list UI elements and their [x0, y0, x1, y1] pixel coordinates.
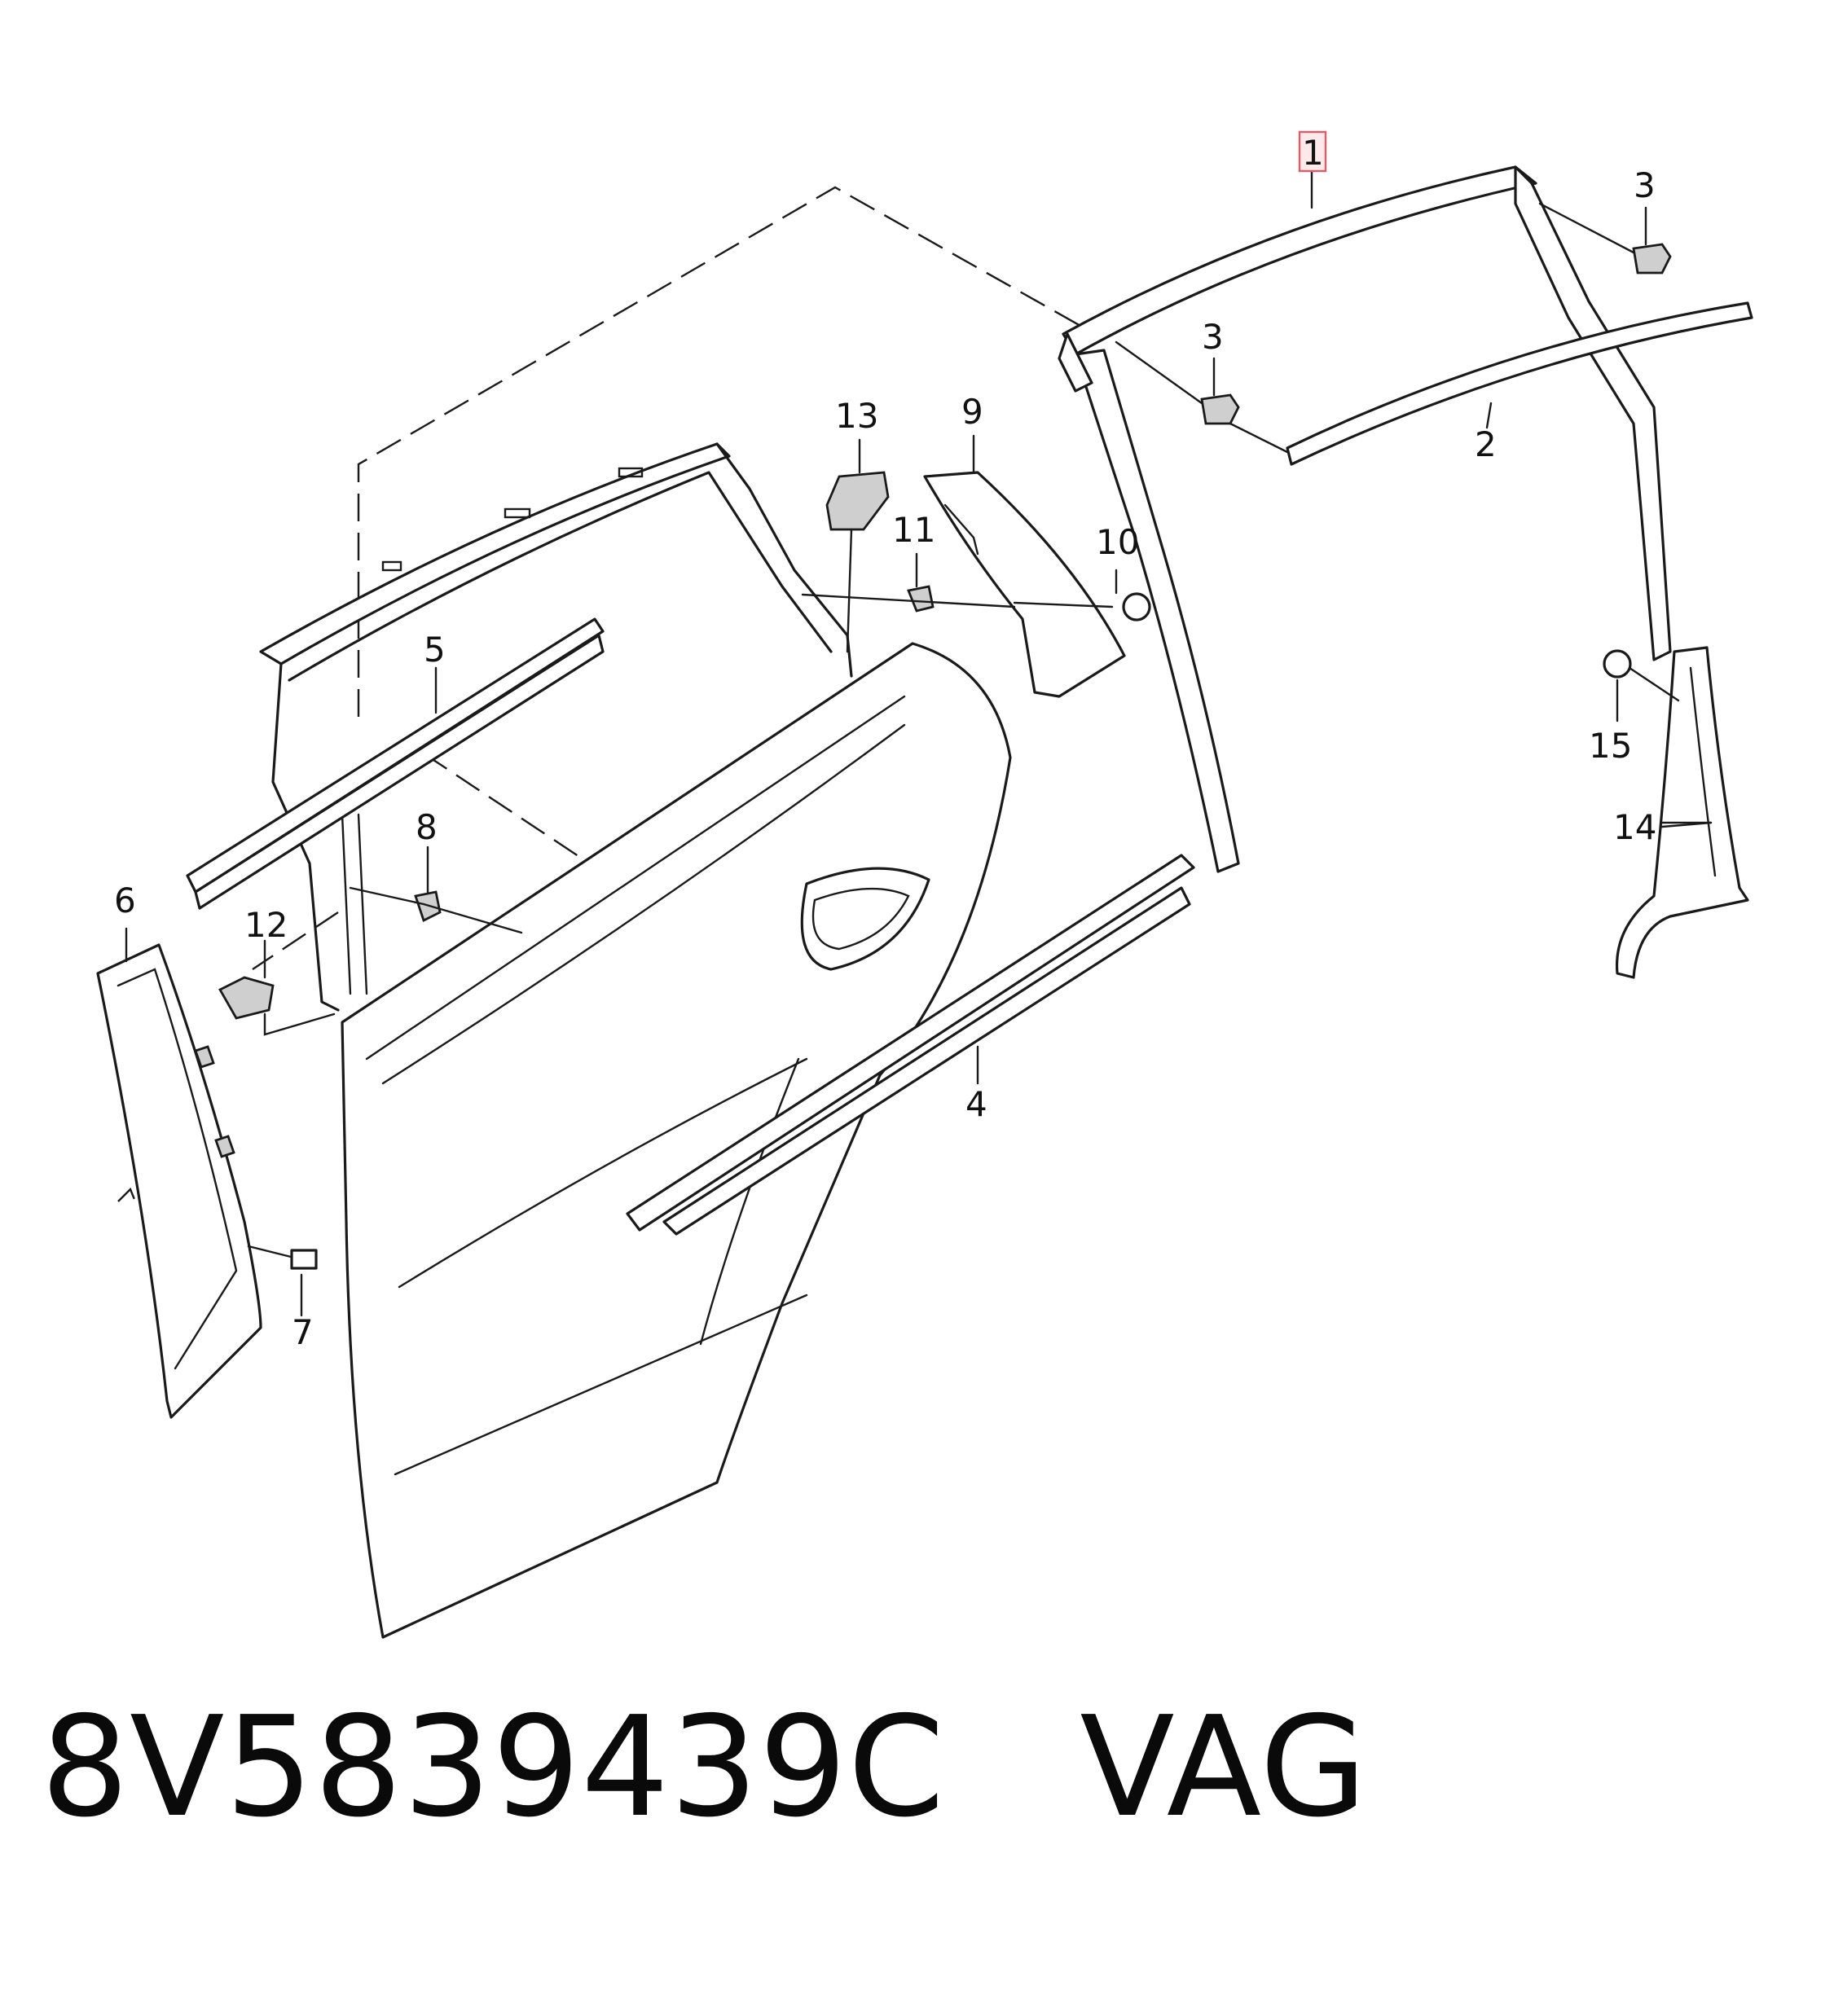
part-number-caption: 8V5839439C VAG: [41, 1698, 1368, 1837]
callout-6: 6: [114, 881, 136, 920]
callout-13: 13: [835, 396, 878, 436]
callout-14: 14: [1613, 807, 1656, 847]
callout-4: 4: [965, 1084, 987, 1124]
callout-10: 10: [1096, 522, 1139, 562]
callout-8: 8: [416, 807, 438, 847]
part-9-pillar-panel: [923, 434, 1126, 698]
part-7-screw: [247, 1245, 318, 1317]
part-3-clip-upper: [1538, 202, 1672, 275]
door-frame: [259, 442, 853, 1012]
part-3-clip-lower: [1115, 340, 1289, 454]
part-15-screw: [1603, 649, 1680, 723]
callout-15: 15: [1589, 726, 1632, 766]
callout-2: 2: [1475, 424, 1497, 464]
door-panel: [341, 642, 1012, 1639]
callout-3-upper: 3: [1634, 165, 1656, 205]
part-14-pillar-cover: [1615, 646, 1749, 979]
part-12-bracket: [218, 939, 336, 1036]
part-13-bracket: [825, 438, 890, 653]
part-5-window-channel: [186, 617, 605, 910]
callout-1-highlight: [1298, 130, 1327, 173]
callout-1: 1: [1302, 133, 1324, 173]
callout-12: 12: [244, 905, 288, 945]
callout-9: 9: [961, 392, 983, 432]
part-8-clip: [349, 845, 523, 934]
callout-labels: 1 2 3 3 4 5 6 7 8 9 10 11 12 13 14 15: [114, 130, 1656, 1352]
callout-leaders: [125, 169, 1713, 1085]
part-2-upper-strip: [1286, 301, 1753, 466]
part-1-window-seal: [1058, 165, 1672, 873]
part-4-belt-molding: [626, 854, 1195, 1236]
part-number: 8V5839439C: [41, 1687, 946, 1848]
callout-11: 11: [892, 510, 935, 550]
callout-3-lower: 3: [1202, 317, 1224, 357]
part-10-screw: [1013, 569, 1151, 621]
part-6-pillar-trim: [96, 943, 262, 1419]
callout-7: 7: [292, 1312, 314, 1352]
part-11-clip: [801, 552, 1016, 613]
callout-5: 5: [424, 630, 446, 670]
brand-name: VAG: [1080, 1687, 1368, 1848]
